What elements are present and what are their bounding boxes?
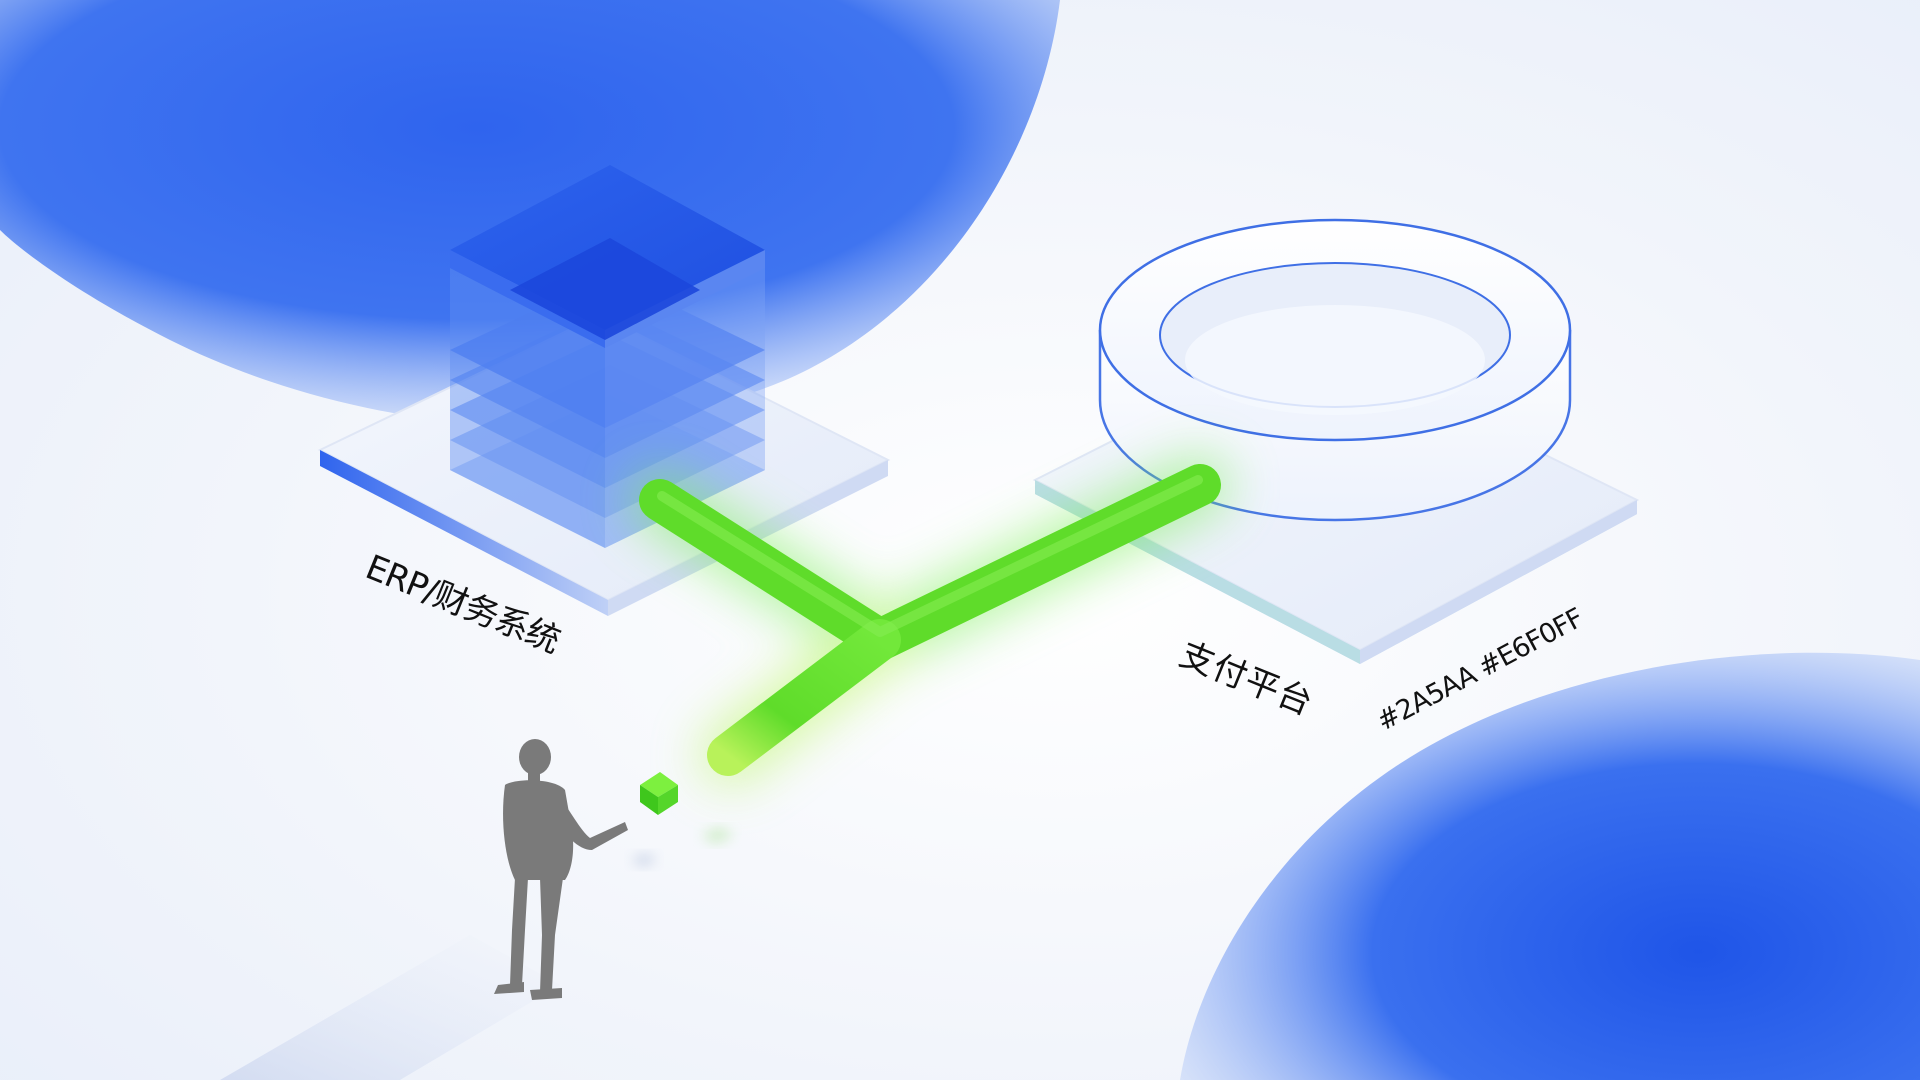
background-blob-bottom-right [1180,652,1920,1080]
cube-icon [630,772,735,868]
green-connector [630,455,1230,785]
floor-shadow-path [220,935,560,1080]
stacked-layers-icon [450,165,765,548]
person-icon [494,739,628,1000]
